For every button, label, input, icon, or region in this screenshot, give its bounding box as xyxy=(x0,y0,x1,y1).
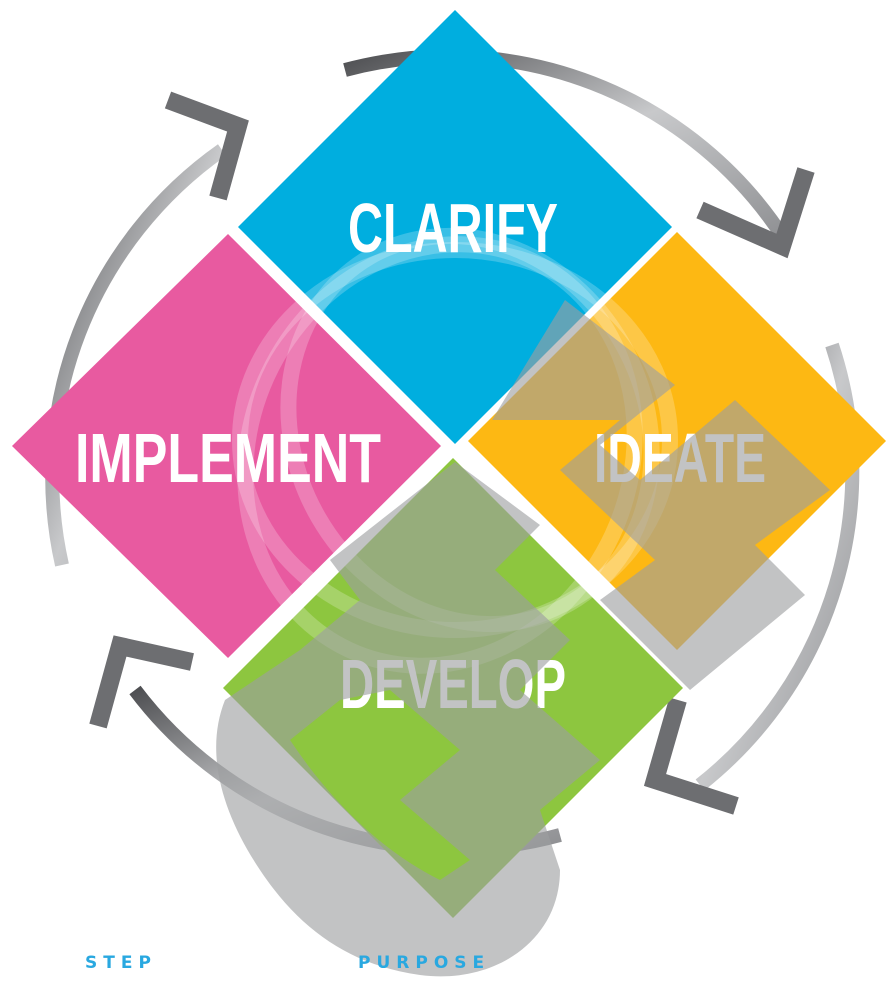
arrowhead-bottom-right-icon xyxy=(643,697,739,815)
cycle-arrowheads xyxy=(89,91,815,815)
implement-label: IMPLEMENT xyxy=(75,419,381,497)
arrowhead-top-right-icon xyxy=(696,167,815,259)
footer-step-label: STEP xyxy=(85,953,157,973)
logo-watermark xyxy=(216,300,830,977)
arrowhead-bottom-left-icon xyxy=(89,635,194,729)
implement-diamond xyxy=(12,234,441,658)
clarify-label: CLARIFY xyxy=(348,189,558,267)
arrowhead-top-left-icon xyxy=(164,91,249,201)
ring-segment-left xyxy=(45,144,227,567)
footer-purpose-label: PURPOSE xyxy=(358,953,491,973)
